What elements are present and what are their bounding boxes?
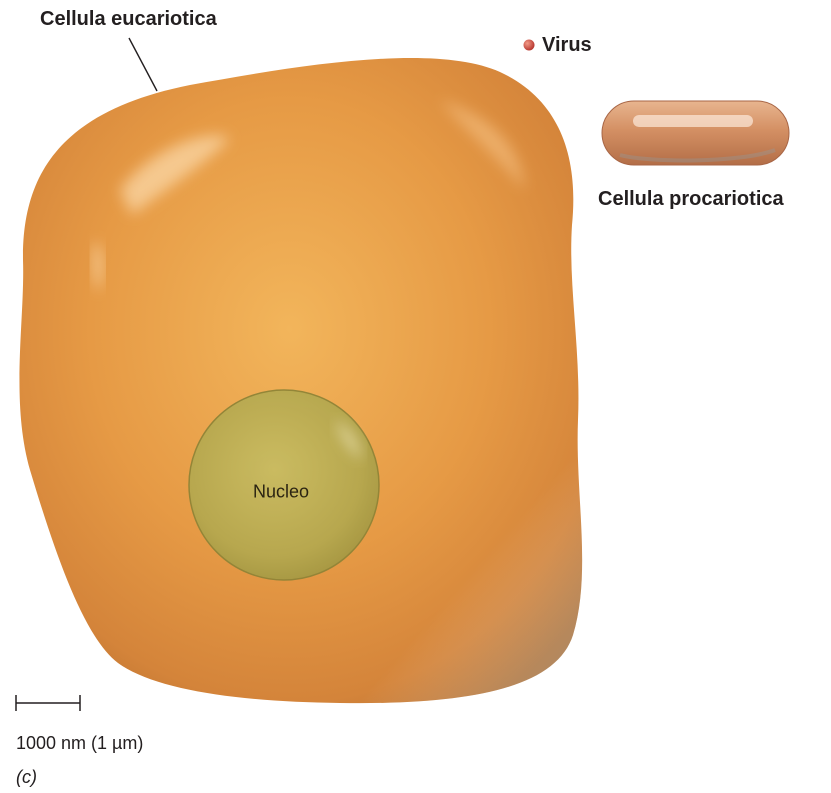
virus-label: Virus — [542, 34, 592, 57]
eukaryotic-cell-label: Cellula eucariotica — [40, 8, 217, 31]
prokaryotic-cell-highlight — [633, 115, 753, 127]
nucleus-label: Nucleo — [253, 482, 309, 503]
prokaryotic-cell-label: Cellula procariotica — [598, 188, 784, 211]
prokaryotic-cell — [602, 101, 789, 165]
virus-dot — [524, 40, 535, 51]
panel-label: (c) — [16, 767, 37, 788]
eukaryotic-cell — [19, 58, 582, 703]
eukaryotic-cell-leader-line — [129, 38, 157, 91]
scale-bar-label: 1000 nm (1 µm) — [16, 733, 143, 754]
scale-bar — [16, 695, 80, 711]
